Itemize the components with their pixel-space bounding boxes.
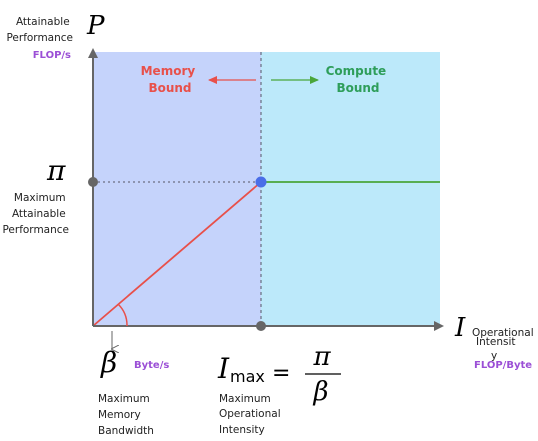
y-axis-symbol: P xyxy=(86,11,105,41)
memory-bound-label: Memory Bound xyxy=(141,64,200,95)
imax-label: Maximum Operational Intensity xyxy=(219,393,284,436)
ridge-x-axis-point xyxy=(256,321,266,331)
pi-axis-point xyxy=(88,177,98,187)
beta-symbol: β xyxy=(100,346,117,379)
memory-bound-region xyxy=(93,52,261,326)
x-axis-label: Operational Intensit y xyxy=(472,327,537,362)
x-axis-unit: FLOP/Byte xyxy=(474,360,532,371)
y-axis-unit: FLOP/s xyxy=(33,50,71,61)
pi-symbol: π xyxy=(46,154,66,187)
ridge-point xyxy=(255,176,267,188)
compute-bound-region xyxy=(261,52,440,326)
memory-roof-line xyxy=(92,181,262,327)
y-axis-label: Attainable Performance xyxy=(6,16,73,44)
beta-unit: Byte/s xyxy=(134,360,169,371)
slope-angle-arc xyxy=(117,303,128,327)
imax-subscript: max xyxy=(230,367,265,386)
equals-sign: = xyxy=(272,361,290,386)
x-axis-symbol: I xyxy=(454,313,466,343)
beta-label: Maximum Memory Bandwidth xyxy=(98,393,154,437)
imax-symbol: I xyxy=(217,352,230,385)
compute-bound-label: Compute Bound xyxy=(326,64,391,95)
pi-label: Maximum Attainable Performance xyxy=(2,192,69,236)
formula-numerator: π xyxy=(312,342,331,372)
formula-denominator: β xyxy=(312,377,328,407)
